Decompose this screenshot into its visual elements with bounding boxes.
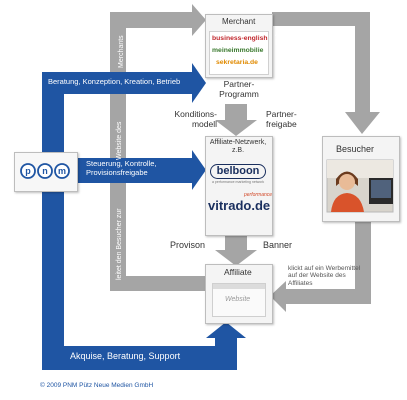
netzwerk-box (205, 136, 273, 236)
beratung-top-label: Beratung, Konzeption, Kreation, Betrieb (48, 77, 181, 86)
anmeldung-label: Anmeldung, Registrierung o. ä. (275, 29, 341, 48)
akquise-label: Akquise, Beratung, Support (70, 351, 181, 361)
copyright: © 2009 PNM Pütz Neue Medien GmbH (40, 382, 154, 389)
steuerung-label: Steuerung, Kontrolle, Provisionsfreigabe (86, 159, 157, 177)
partnerfreigabe-label: Partner- freigabe (266, 109, 297, 129)
svg-text:m: m (58, 166, 66, 176)
logo-business-english: business-english (212, 35, 268, 42)
akquise-head (206, 322, 246, 338)
anmeldung-arrow-down (355, 12, 370, 112)
loop-top-head (192, 4, 206, 36)
belboon-logo-text: belboon (210, 164, 266, 179)
svg-text:p: p (25, 166, 31, 176)
leitet-vertical: leitet den Besucher zur (116, 208, 123, 280)
logo-sekretaria: sekretaria.de (216, 59, 258, 66)
besucher-arrow-left (284, 289, 371, 304)
klickt-label: klickt auf ein Werbemittel auf der Websi… (288, 265, 361, 287)
besucher-photo-layer (326, 159, 394, 213)
loop-top (110, 12, 194, 28)
partner-programm-label: Partner- Programm (219, 79, 259, 99)
svg-text:n: n (42, 166, 48, 176)
steuerung-arrow-head (192, 150, 206, 190)
belboon-tagline: a performance marketing network (212, 180, 265, 184)
akquise-up (215, 336, 237, 370)
affiliate-title: Affiliate (224, 267, 252, 277)
website-des-vertical: Website des (116, 121, 123, 160)
konditionsmodell-label: Konditions- modell (174, 109, 217, 129)
anmeldung-arrow-head (345, 112, 380, 134)
logo-meineimmobilie: meineimmobilie (212, 47, 264, 54)
besucher-label: Besucher (336, 144, 375, 154)
steuerung-arrow-band (60, 158, 194, 183)
pnm-logo-layer: p n m (20, 163, 70, 179)
merchant-title: Merchant (222, 17, 256, 26)
konditions-arrow (225, 104, 247, 122)
merchant-logos: business-english meineimmobilie sekretar… (209, 31, 269, 75)
vitrado-logo: vitrado.de (208, 198, 271, 213)
blue-left-vertical (42, 72, 64, 370)
besucher-arrow-head (270, 281, 286, 312)
beratung-arrow-band (42, 72, 194, 94)
affiliate-website-frame: Website (212, 283, 266, 317)
konditions-arrow-head (215, 120, 257, 136)
provison-arrow-head (215, 250, 257, 266)
provison-arrow (225, 236, 247, 252)
merchants-vertical: Merchants (118, 35, 125, 68)
affiliate-website-label: Website (225, 296, 251, 303)
banner-label: Banner (263, 240, 293, 250)
vitrado-tag: performance (244, 192, 273, 198)
belboon-logo: belboon a performance marketing network (210, 164, 266, 186)
netzwerk-title: Affiliate-Netzwerk, z.B. (209, 139, 267, 155)
anmeldung-arrow-band (272, 12, 370, 26)
provison-label: Provison (170, 240, 206, 250)
besucher-arrow-down (355, 216, 371, 304)
beratung-arrow-head (192, 63, 206, 103)
loop-bottom (110, 276, 208, 291)
akquise-band (42, 346, 236, 370)
